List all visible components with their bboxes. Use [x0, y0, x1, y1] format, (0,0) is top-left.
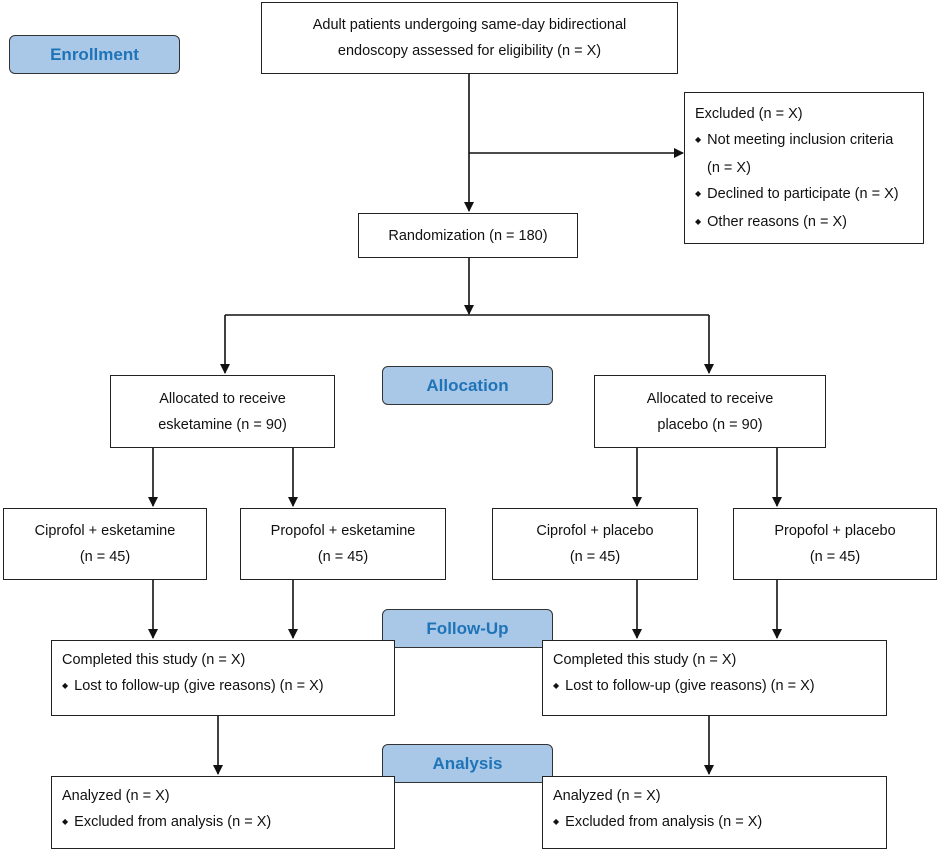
- arm-esketamine-line-1: Allocated to receive: [159, 390, 286, 407]
- excluded-item-not-meeting-criteria: Not meeting inclusion criteria: [695, 127, 923, 155]
- subgroup-ciprofol-esketamine-name: Ciprofol + esketamine: [34, 523, 176, 539]
- subgroup-ciprofol-placebo-count: (n = 45): [569, 549, 621, 565]
- analysis-right-box: Analyzed (n = X) Excluded from analysis …: [542, 776, 887, 849]
- subgroup-ciprofol-placebo-name: Ciprofol + placebo: [536, 523, 654, 539]
- stage-label-enrollment: Enrollment: [9, 35, 180, 74]
- excluded-item-not-meeting-criteria-count: (n = X): [707, 160, 751, 176]
- followup-right-box: Completed this study (n = X) Lost to fol…: [542, 640, 887, 716]
- subgroup-propofol-esketamine-count: (n = 45): [317, 549, 369, 565]
- stage-label-followup: Follow-Up: [382, 609, 553, 648]
- analysis-left-box: Analyzed (n = X) Excluded from analysis …: [51, 776, 395, 849]
- analysis-left-excluded: Excluded from analysis (n = X): [62, 809, 394, 837]
- arm-placebo-box: Allocated to receive placebo (n = 90): [594, 375, 826, 448]
- stage-label-allocation: Allocation: [382, 366, 553, 405]
- assessed-line-2: endoscopy assessed for eligibility (n = …: [337, 43, 602, 59]
- assessed-line-1: Adult patients undergoing same-day bidir…: [312, 17, 627, 33]
- arm-esketamine-box: Allocated to receive esketamine (n = 90): [110, 375, 335, 448]
- followup-left-completed: Completed this study (n = X): [62, 652, 246, 668]
- excluded-title: Excluded (n = X): [695, 106, 803, 122]
- analysis-right-analyzed: Analyzed (n = X): [553, 788, 661, 804]
- subgroup-propofol-esketamine-box: Propofol + esketamine (n = 45): [240, 508, 446, 580]
- followup-right-lost: Lost to follow-up (give reasons) (n = X): [553, 673, 886, 701]
- excluded-item-declined: Declined to participate (n = X): [695, 181, 923, 209]
- excluded-item-other-reasons: Other reasons (n = X): [695, 209, 923, 237]
- subgroup-propofol-placebo-count: (n = 45): [809, 549, 861, 565]
- arm-esketamine-line-2: esketamine (n = 90): [158, 416, 287, 433]
- subgroup-propofol-placebo-box: Propofol + placebo (n = 45): [733, 508, 937, 580]
- arm-placebo-line-1: Allocated to receive: [646, 390, 774, 407]
- subgroup-ciprofol-placebo-box: Ciprofol + placebo (n = 45): [492, 508, 698, 580]
- randomization-box: Randomization (n = 180): [358, 213, 578, 258]
- followup-left-box: Completed this study (n = X) Lost to fol…: [51, 640, 395, 716]
- excluded-box: Excluded (n = X) Not meeting inclusion c…: [684, 92, 924, 244]
- assessed-for-eligibility-box: Adult patients undergoing same-day bidir…: [261, 2, 678, 74]
- subgroup-propofol-placebo-name: Propofol + placebo: [774, 523, 896, 539]
- followup-right-completed: Completed this study (n = X): [553, 652, 737, 668]
- arm-placebo-line-2: placebo (n = 90): [657, 416, 763, 433]
- stage-label-analysis: Analysis: [382, 744, 553, 783]
- followup-left-lost: Lost to follow-up (give reasons) (n = X): [62, 673, 394, 701]
- subgroup-propofol-esketamine-name: Propofol + esketamine: [270, 523, 416, 539]
- subgroup-ciprofol-esketamine-box: Ciprofol + esketamine (n = 45): [3, 508, 207, 580]
- analysis-right-excluded: Excluded from analysis (n = X): [553, 809, 886, 837]
- randomization-label: Randomization (n = 180): [388, 227, 548, 244]
- analysis-left-analyzed: Analyzed (n = X): [62, 788, 170, 804]
- subgroup-ciprofol-esketamine-count: (n = 45): [79, 549, 131, 565]
